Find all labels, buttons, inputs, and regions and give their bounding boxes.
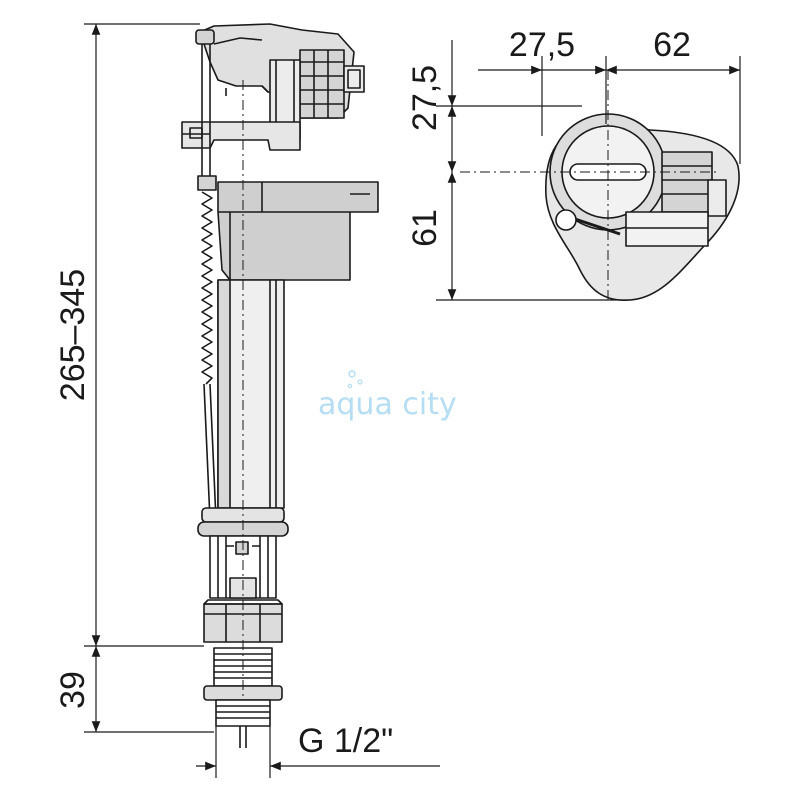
- fill-valve-front-view: [181, 23, 379, 748]
- offset-y-label: 27,5: [406, 65, 444, 131]
- front-dimensions: [84, 23, 440, 778]
- bubble-icon: [347, 383, 353, 389]
- bubble-icon: [348, 370, 356, 378]
- watermark-text: aqua city: [318, 387, 457, 422]
- width-label: 62: [653, 26, 691, 64]
- bubble-icon: [357, 379, 363, 385]
- fill-valve-top-view: [460, 70, 740, 301]
- top-cap: [181, 23, 365, 151]
- thread-height-label: 39: [54, 671, 92, 709]
- valve-fitting-top: [707, 179, 727, 217]
- thread-size-label: G 1/2": [298, 722, 393, 760]
- depth-label: 61: [406, 209, 444, 247]
- total-height-label: 265–345: [54, 269, 92, 401]
- top-dimensions: [436, 40, 741, 301]
- riser-tube: [217, 279, 285, 509]
- threaded-shank: [203, 647, 283, 748]
- adjustment-rod: [195, 29, 217, 521]
- offset-x-label: 27,5: [509, 26, 575, 64]
- arm-body-top: [625, 211, 709, 247]
- pivot-circle-top: [555, 209, 577, 231]
- valve-block-top: [661, 151, 713, 213]
- float-box: [217, 181, 379, 281]
- watermark: aqua city: [318, 370, 457, 422]
